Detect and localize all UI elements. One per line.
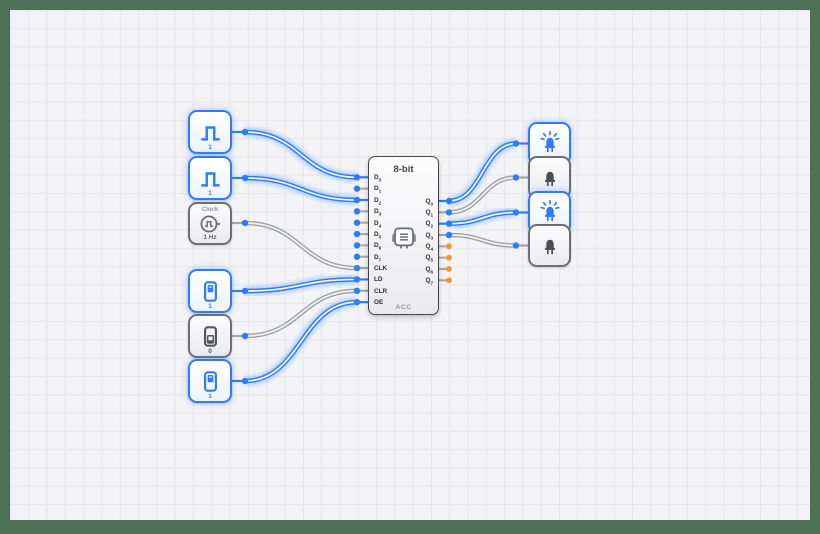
register-pin-d4: D4 — [374, 219, 382, 228]
toggle-switch-1[interactable]: 1 — [188, 269, 232, 313]
register-pin-clk: CLK — [374, 264, 388, 272]
register-pin-d2: D2 — [374, 196, 382, 206]
register-pin-q6: Q6 — [425, 265, 433, 275]
led-on-icon — [539, 199, 560, 221]
register-pin-q1: Q1 — [425, 209, 433, 218]
toggle-switch-3[interactable]: 1 — [188, 359, 232, 403]
clock-frequency: 1 Hz — [203, 233, 217, 241]
pulse-button-2[interactable]: 1 — [188, 156, 232, 200]
register-title: 8-bit — [393, 164, 414, 175]
pulse-button-1[interactable]: 1 — [188, 110, 232, 154]
register-pin-q0: Q0 — [425, 197, 433, 207]
led-on-icon — [539, 130, 560, 152]
clock-icon — [200, 215, 220, 232]
pulse-button-value: 1 — [208, 190, 212, 197]
toggle-value: 1 — [208, 303, 212, 310]
pulse-icon — [200, 171, 220, 187]
register-pin-q2: Q2 — [425, 220, 433, 229]
register-pin-d6: D6 — [374, 242, 382, 251]
register-pin-q5: Q5 — [425, 254, 433, 263]
register-pin-oe: OE — [374, 298, 384, 306]
pulse-button-value: 1 — [208, 144, 212, 151]
register-instance-label: ACC — [395, 304, 412, 311]
led-off-icon — [544, 239, 555, 254]
register-pin-clr: CLR — [374, 287, 388, 295]
chip-icon — [391, 227, 416, 249]
register-pin-q4: Q4 — [425, 243, 433, 252]
register-pin-d7: D7 — [374, 253, 382, 262]
toggle-switch-2[interactable]: 0 — [188, 314, 232, 358]
led-off-icon — [544, 171, 555, 186]
toggle-value: 0 — [208, 348, 212, 355]
led-output-off[interactable] — [528, 224, 571, 267]
clock-component[interactable]: Clock 1 Hz — [188, 202, 232, 245]
register-pin-d0: D0 — [374, 174, 382, 183]
register-pin-q3: Q3 — [425, 231, 433, 241]
register-pin-ld: LD — [374, 276, 383, 284]
register-pin-d3: D3 — [374, 208, 382, 217]
register-pin-d1: D1 — [374, 185, 382, 194]
pulse-icon — [200, 125, 220, 141]
toggle-value: 1 — [208, 393, 212, 400]
toggle-off-icon — [203, 325, 217, 347]
toggle-on-icon — [203, 370, 217, 392]
clock-label: Clock — [201, 206, 219, 213]
toggle-on-icon — [203, 280, 217, 302]
register-pin-d5: D5 — [374, 230, 382, 240]
register-pin-q7: Q7 — [425, 277, 433, 286]
